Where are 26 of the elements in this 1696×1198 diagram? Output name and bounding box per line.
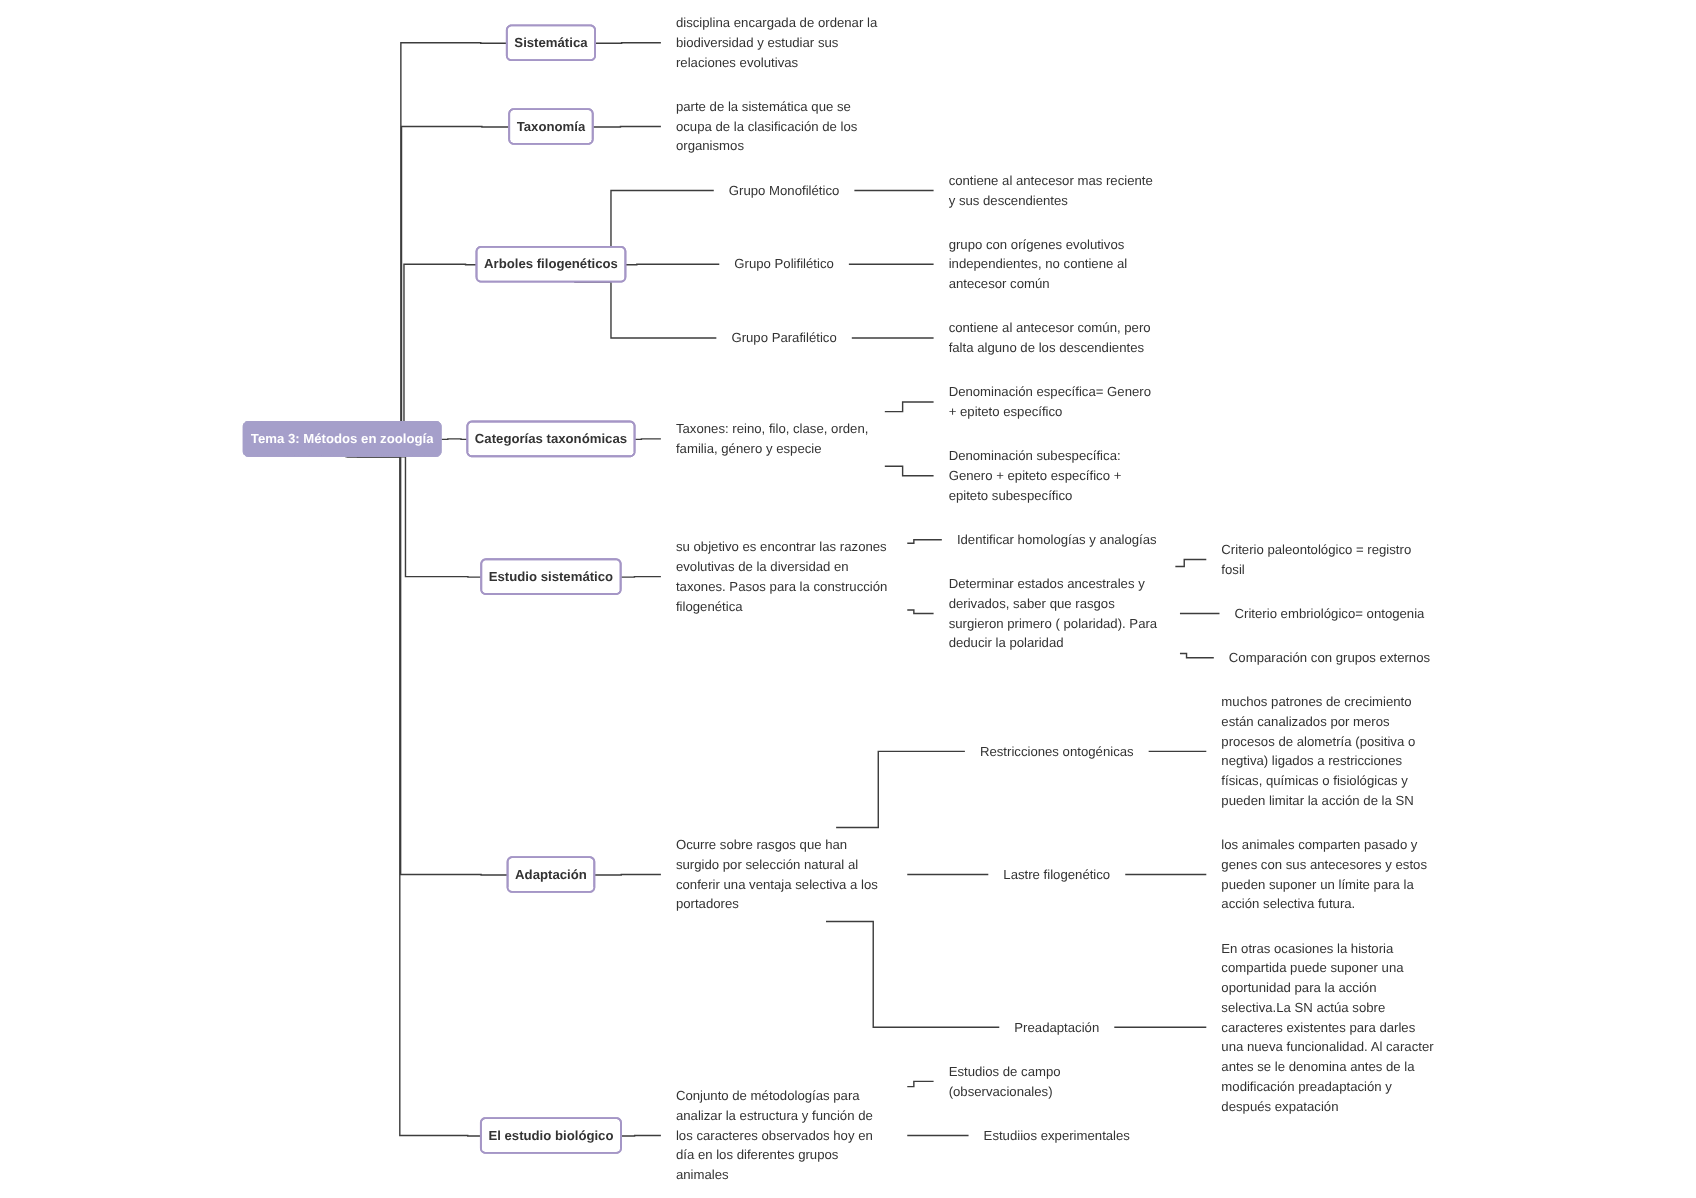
connector: [884, 401, 935, 413]
connector: [594, 873, 662, 876]
connector: [906, 609, 935, 615]
connector: [906, 539, 943, 545]
connector: [884, 465, 935, 477]
connector: [1179, 612, 1221, 615]
connector: [1179, 652, 1215, 659]
connector: [848, 263, 935, 265]
connector: [440, 438, 469, 441]
connector: [906, 1080, 935, 1088]
connector: [1147, 750, 1207, 753]
connector: [1113, 1026, 1207, 1029]
connector: [1124, 873, 1207, 876]
connector: [592, 125, 662, 128]
connector: [1174, 558, 1207, 568]
connector: [851, 337, 935, 339]
connector: [620, 575, 662, 578]
connector: [620, 1134, 662, 1137]
connector: [625, 263, 720, 266]
connector: [906, 1134, 970, 1137]
connector: [825, 920, 1000, 1029]
connector: [906, 873, 989, 876]
connector: [853, 189, 935, 192]
connector: [634, 438, 662, 441]
connector: [594, 42, 662, 44]
connector: [835, 750, 966, 829]
